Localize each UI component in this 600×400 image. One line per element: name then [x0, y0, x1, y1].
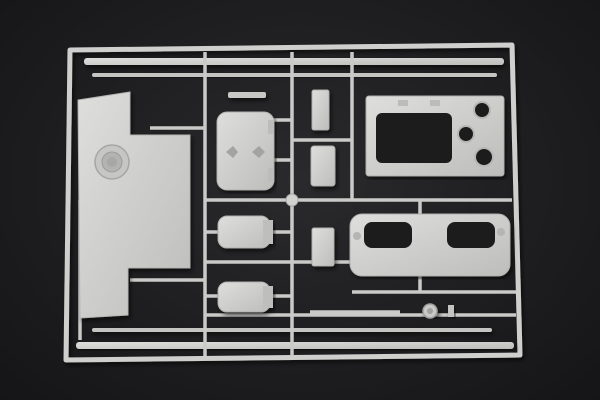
upper-right-frame-part [365, 95, 505, 177]
sprue-frame [63, 42, 523, 363]
small-round-part [422, 303, 454, 319]
small-upright-parts [228, 89, 336, 267]
top-rails [84, 58, 504, 77]
bottom-rails [76, 328, 514, 349]
sprue-gate [285, 193, 299, 207]
large-hull-plate [77, 91, 191, 319]
lower-right-frame-part [349, 213, 511, 277]
hatch-panel [216, 111, 275, 191]
small-door-panels [217, 215, 273, 313]
